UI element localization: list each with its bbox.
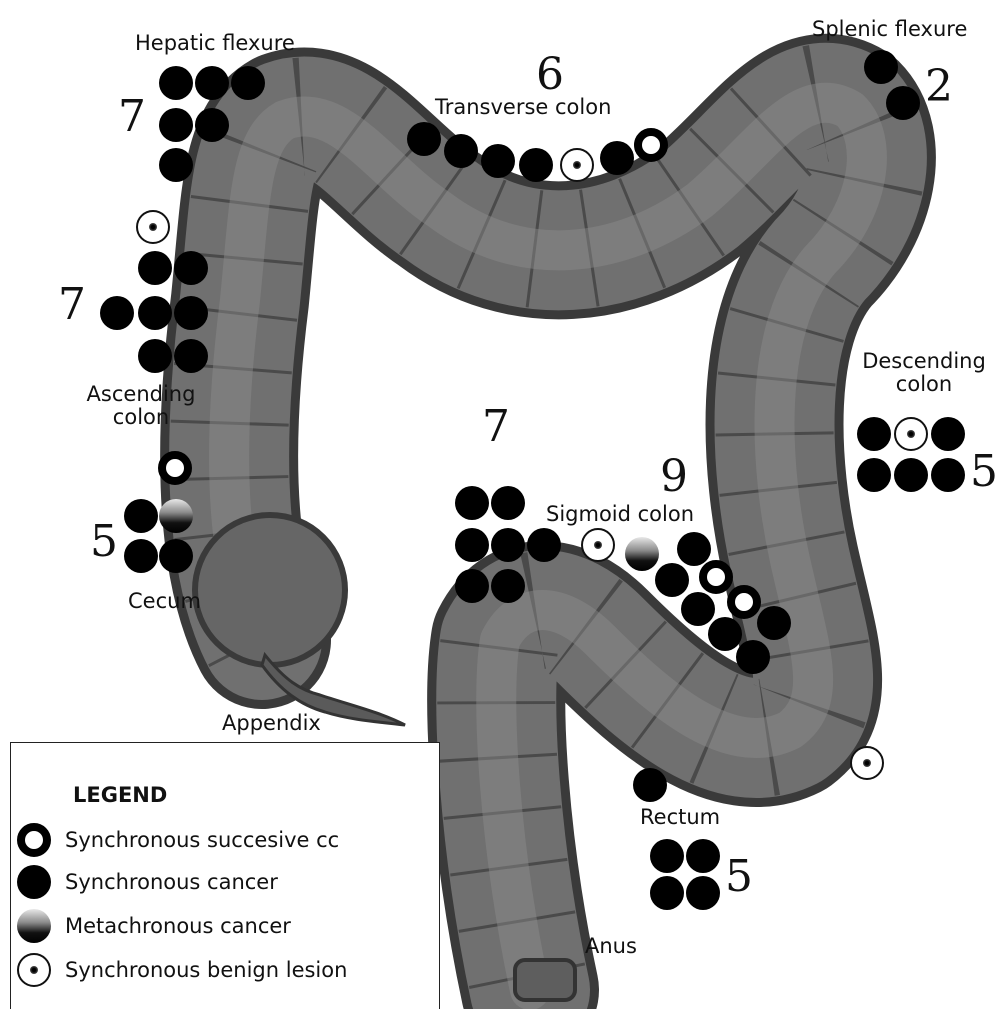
legend-successive-cc-icon — [17, 823, 51, 857]
marker-synchronous-cancer — [886, 86, 920, 120]
count-sigmoid-colon: 9 — [660, 455, 688, 499]
marker-successive-cc — [158, 451, 192, 485]
legend-item-label: Synchronous benign lesion — [65, 958, 347, 982]
marker-benign-lesion — [850, 746, 884, 780]
marker-synchronous-cancer — [894, 458, 928, 492]
marker-synchronous-cancer — [159, 539, 193, 573]
marker-synchronous-cancer — [174, 339, 208, 373]
anus-end — [515, 960, 575, 1000]
count-sigmoid-upper: 7 — [482, 405, 510, 449]
marker-synchronous-cancer — [931, 458, 965, 492]
cecum-bulge — [195, 515, 345, 665]
marker-synchronous-cancer — [519, 148, 553, 182]
marker-synchronous-cancer — [195, 108, 229, 142]
label-cecum: Cecum — [128, 590, 201, 613]
marker-synchronous-cancer — [633, 768, 667, 802]
marker-synchronous-cancer — [174, 296, 208, 330]
legend-title: LEGEND — [73, 783, 167, 807]
marker-synchronous-cancer — [650, 839, 684, 873]
marker-synchronous-cancer — [686, 876, 720, 910]
legend-benign-lesion-icon — [17, 953, 51, 987]
label-rectum: Rectum — [640, 806, 720, 829]
label-sigmoid-colon: Sigmoid colon — [546, 503, 694, 526]
marker-synchronous-cancer — [491, 486, 525, 520]
marker-synchronous-cancer — [455, 569, 489, 603]
marker-synchronous-cancer — [138, 296, 172, 330]
marker-synchronous-cancer — [864, 50, 898, 84]
marker-metachronous-cancer — [625, 537, 659, 571]
marker-successive-cc — [634, 128, 668, 162]
marker-synchronous-cancer — [736, 640, 770, 674]
marker-successive-cc — [727, 585, 761, 619]
marker-synchronous-cancer — [159, 148, 193, 182]
marker-synchronous-cancer — [124, 499, 158, 533]
legend-item-label: Synchronous cancer — [65, 870, 278, 894]
legend-item-benign-lesion: Synchronous benign lesion — [17, 953, 347, 987]
marker-synchronous-cancer — [650, 876, 684, 910]
marker-benign-lesion — [136, 210, 170, 244]
marker-synchronous-cancer — [407, 122, 441, 156]
count-descending-colon: 5 — [970, 450, 998, 494]
marker-synchronous-cancer — [138, 251, 172, 285]
label-appendix: Appendix — [222, 712, 321, 735]
marker-metachronous-cancer — [159, 499, 193, 533]
legend-item-synchronous-cancer: Synchronous cancer — [17, 865, 278, 899]
legend-item-successive-cc: Synchronous succesive cc — [17, 823, 339, 857]
marker-benign-lesion — [581, 528, 615, 562]
label-transverse-colon: Transverse colon — [435, 96, 611, 119]
legend-box: LEGEND Synchronous succesive cc Synchron… — [10, 742, 440, 1009]
marker-synchronous-cancer — [527, 528, 561, 562]
marker-synchronous-cancer — [455, 486, 489, 520]
marker-synchronous-cancer — [491, 528, 525, 562]
marker-synchronous-cancer — [677, 532, 711, 566]
marker-synchronous-cancer — [757, 606, 791, 640]
count-splenic-flexure: 2 — [925, 65, 953, 109]
marker-synchronous-cancer — [174, 251, 208, 285]
marker-synchronous-cancer — [857, 417, 891, 451]
legend-item-label: Metachronous cancer — [65, 914, 291, 938]
count-cecum: 5 — [90, 520, 118, 564]
marker-synchronous-cancer — [681, 592, 715, 626]
marker-synchronous-cancer — [857, 458, 891, 492]
label-splenic-flexure: Splenic flexure — [812, 18, 967, 41]
marker-synchronous-cancer — [686, 839, 720, 873]
legend-item-metachronous-cancer: Metachronous cancer — [17, 909, 291, 943]
marker-synchronous-cancer — [444, 134, 478, 168]
count-hepatic-flexure: 7 — [118, 95, 146, 139]
marker-synchronous-cancer — [708, 617, 742, 651]
count-transverse-colon: 6 — [536, 53, 564, 97]
label-ascending-colon: Ascending colon — [74, 383, 208, 429]
legend-metachronous-cancer-icon — [17, 909, 51, 943]
marker-benign-lesion — [560, 148, 594, 182]
marker-synchronous-cancer — [491, 569, 525, 603]
marker-synchronous-cancer — [455, 528, 489, 562]
count-ascending-colon: 7 — [58, 283, 86, 327]
marker-synchronous-cancer — [195, 66, 229, 100]
marker-synchronous-cancer — [655, 563, 689, 597]
label-descending-colon: Descending colon — [848, 350, 1000, 396]
marker-synchronous-cancer — [138, 339, 172, 373]
count-rectum: 5 — [725, 855, 753, 899]
marker-successive-cc — [699, 560, 733, 594]
marker-synchronous-cancer — [100, 296, 134, 330]
label-hepatic-flexure: Hepatic flexure — [135, 32, 295, 55]
label-anus: Anus — [585, 935, 637, 958]
marker-synchronous-cancer — [481, 144, 515, 178]
marker-synchronous-cancer — [600, 141, 634, 175]
marker-synchronous-cancer — [931, 417, 965, 451]
marker-synchronous-cancer — [159, 66, 193, 100]
legend-synchronous-cancer-icon — [17, 865, 51, 899]
marker-synchronous-cancer — [124, 539, 158, 573]
marker-synchronous-cancer — [159, 108, 193, 142]
legend-item-label: Synchronous succesive cc — [65, 828, 339, 852]
marker-synchronous-cancer — [231, 66, 265, 100]
marker-benign-lesion — [894, 417, 928, 451]
